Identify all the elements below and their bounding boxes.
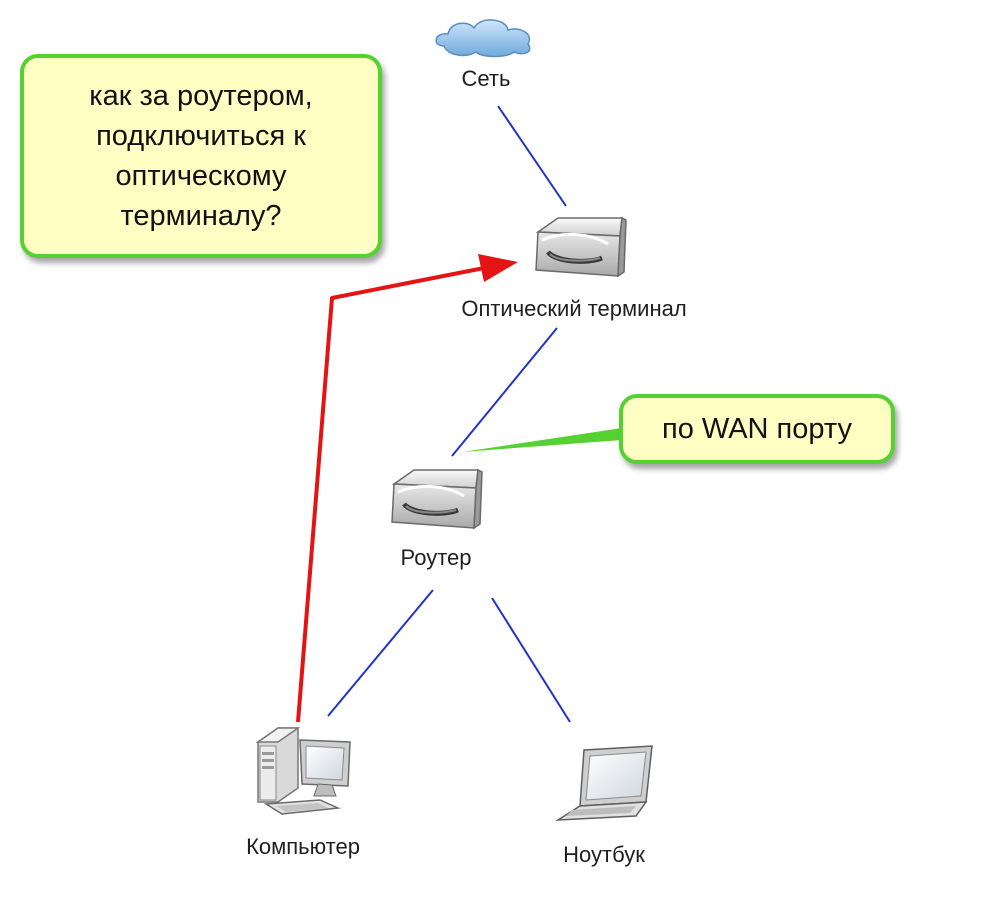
link-router-laptop [491, 597, 571, 723]
question-callout: как за роутером, подключиться к оптическ… [20, 54, 382, 258]
node-label-laptop: Ноутбук [563, 842, 645, 867]
network-device-icon [391, 468, 483, 530]
link-router-computer [327, 589, 434, 717]
node-label-internet: Сеть [461, 66, 511, 91]
node-label-computer: Компьютер [246, 834, 360, 859]
desktop-computer-icon [255, 727, 351, 815]
red-arrow-head [478, 254, 518, 282]
link-terminal-router [451, 327, 558, 457]
red-arrow-line [296, 266, 485, 723]
node-label-optical-terminal: Оптический терминал [461, 296, 687, 321]
cloud-icon [435, 19, 531, 58]
node-label-router: Роутер [400, 545, 472, 570]
wan-callout-pointer [462, 428, 622, 452]
network-device-icon [535, 216, 627, 278]
link-internet-terminal [497, 105, 567, 207]
laptop-icon [555, 745, 653, 821]
wan-port-callout: по WAN порту [619, 394, 895, 464]
